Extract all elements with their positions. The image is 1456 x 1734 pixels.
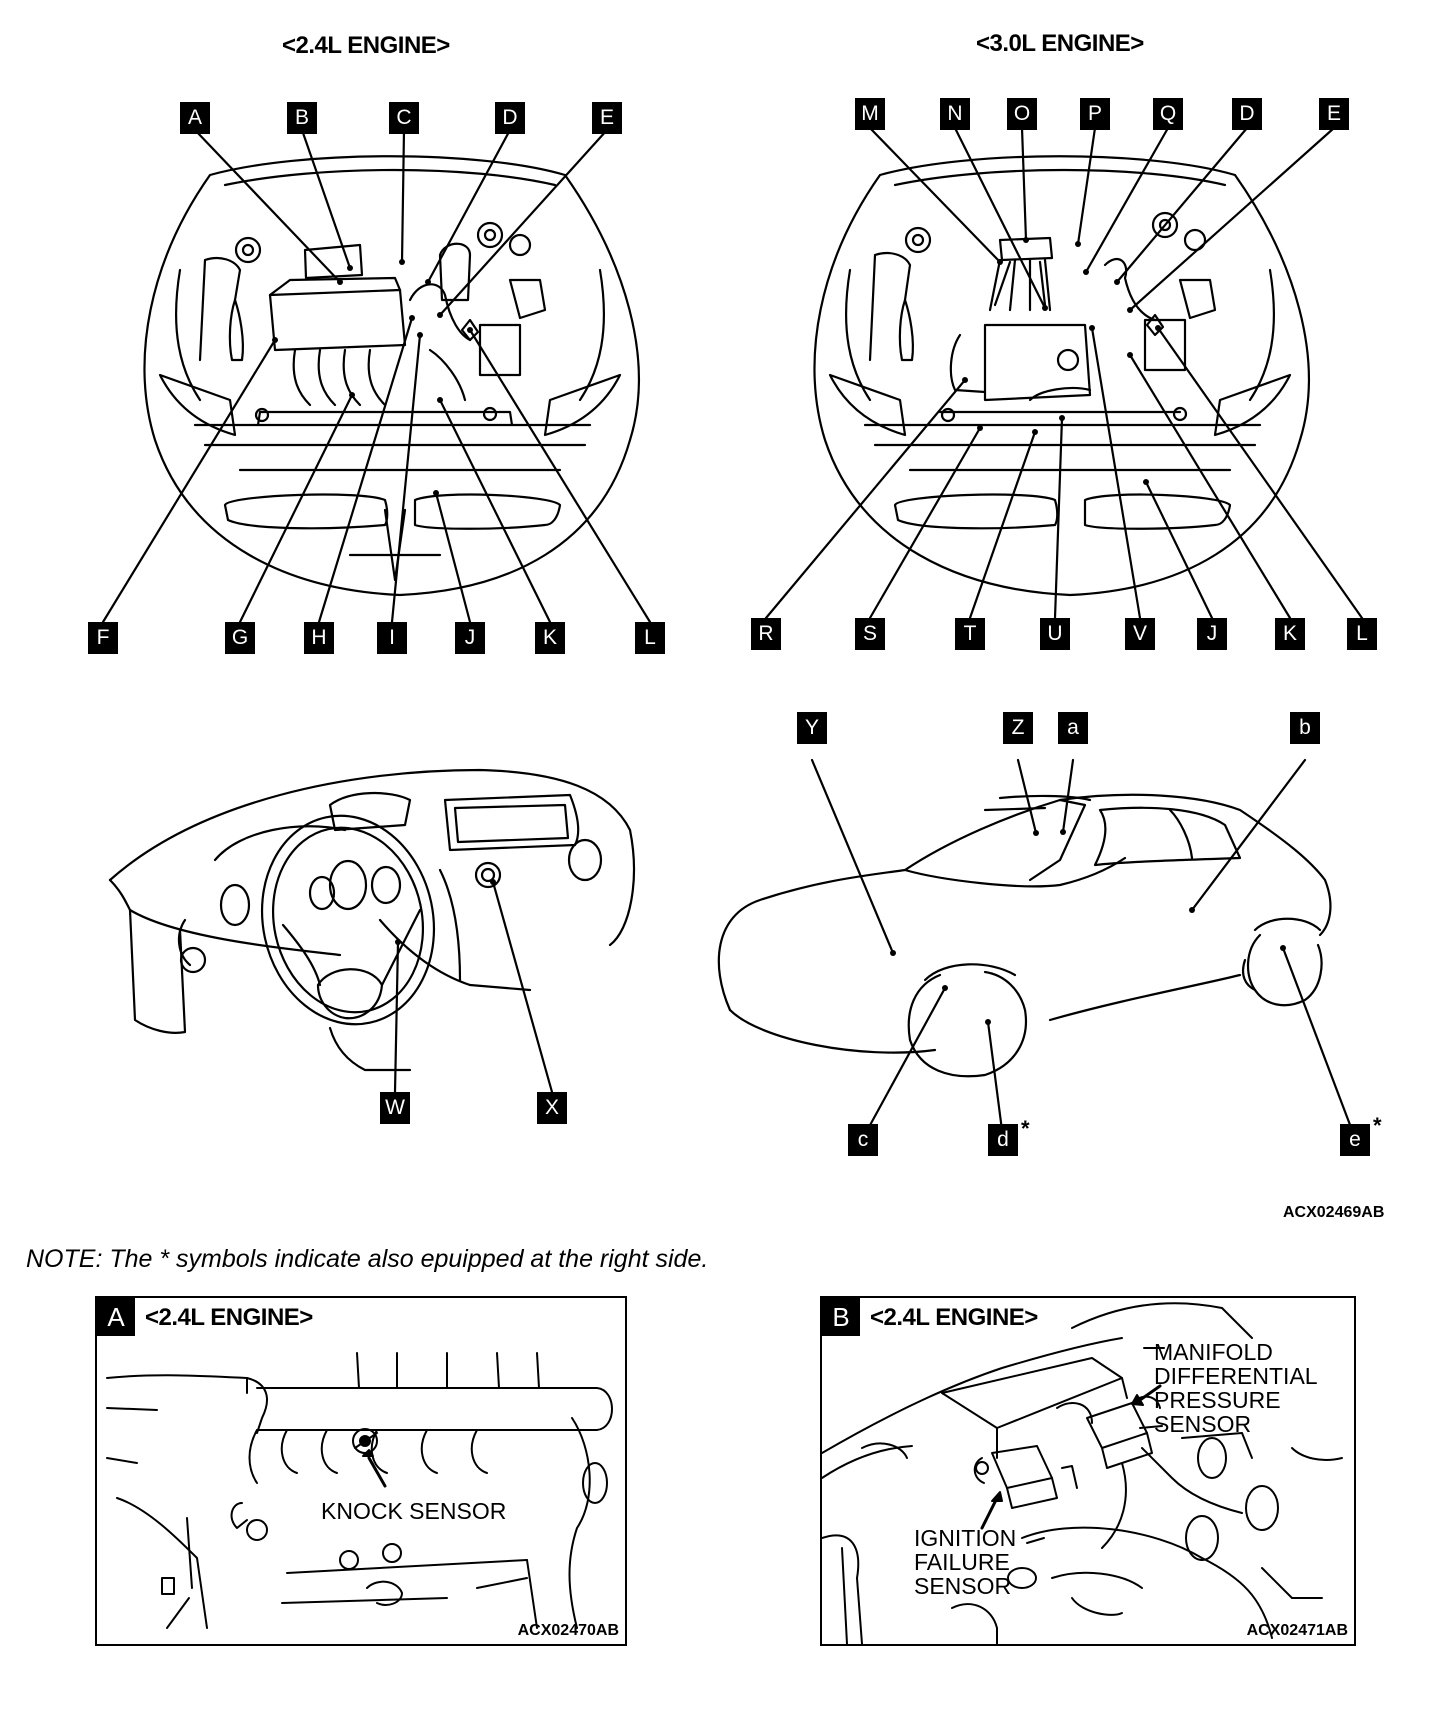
label-c-lower: c <box>848 1124 878 1156</box>
ignition-sensor-line-2: FAILURE <box>914 1549 1010 1575</box>
label-l-3-0l: L <box>1347 618 1377 650</box>
label-l: L <box>635 622 665 654</box>
star-e: * <box>1373 1113 1382 1138</box>
label-v: V <box>1125 618 1155 650</box>
vehicle-body-drawing <box>717 793 1332 1078</box>
panel-a-code: ACX02470AB <box>517 1622 619 1639</box>
sensors-drawing <box>822 1302 1343 1644</box>
label-w: W <box>380 1092 410 1124</box>
label-p: P <box>1080 98 1110 130</box>
ignition-sensor-line-3: SENSOR <box>914 1573 1012 1599</box>
figure-code-main: ACX02469AB <box>1283 1204 1385 1221</box>
manifold-sensor-callout: MANIFOLD DIFFERENTIAL PRESSURE SENSOR <box>1154 1340 1318 1436</box>
label-u: U <box>1040 618 1070 650</box>
detail-panel-a: A <2.4L ENGINE> <box>95 1296 627 1646</box>
label-g: G <box>225 622 255 654</box>
heading-2-4l-engine: <2.4L ENGINE> <box>282 32 450 59</box>
engine-bay-2-4l-drawing <box>143 155 640 597</box>
label-d-3-0l: D <box>1232 98 1262 130</box>
label-h: H <box>304 622 334 654</box>
label-t: T <box>955 618 985 650</box>
label-c: C <box>389 102 419 134</box>
heading-3-0l-engine: <3.0L ENGINE> <box>976 30 1144 57</box>
manifold-sensor-line-4: SENSOR <box>1154 1411 1252 1437</box>
label-z: Z <box>1003 712 1033 744</box>
label-q: Q <box>1153 98 1183 130</box>
manifold-sensor-line-2: DIFFERENTIAL <box>1154 1363 1318 1389</box>
label-b: B <box>287 102 317 134</box>
label-e-3-0l: E <box>1319 98 1349 130</box>
label-n: N <box>940 98 970 130</box>
label-a: A <box>180 102 210 134</box>
ignition-sensor-callout: IGNITION FAILURE SENSOR <box>914 1526 1016 1598</box>
label-e: E <box>592 102 622 134</box>
panel-b-letter: B <box>822 1298 860 1336</box>
ignition-sensor-line-1: IGNITION <box>914 1525 1017 1551</box>
label-d-lower: d <box>988 1124 1018 1156</box>
label-e-lower: e <box>1340 1124 1370 1156</box>
label-r: R <box>751 618 781 650</box>
detail-panel-b: B <2.4L ENGINE> <box>820 1296 1356 1646</box>
manifold-sensor-line-1: MANIFOLD <box>1154 1339 1273 1365</box>
label-f: F <box>88 622 118 654</box>
label-i: I <box>377 622 407 654</box>
label-a-lower: a <box>1058 712 1088 744</box>
knock-sensor-drawing <box>106 1352 613 1629</box>
label-b-lower: b <box>1290 712 1320 744</box>
label-j-3-0l: J <box>1197 618 1227 650</box>
label-o: O <box>1007 98 1037 130</box>
panel-b-title: <2.4L ENGINE> <box>870 1304 1038 1331</box>
label-k-3-0l: K <box>1275 618 1305 650</box>
manifold-sensor-line-3: PRESSURE <box>1154 1387 1281 1413</box>
label-j: J <box>455 622 485 654</box>
label-k: K <box>535 622 565 654</box>
panel-a-title: <2.4L ENGINE> <box>145 1304 313 1331</box>
label-s: S <box>855 618 885 650</box>
panel-b-code: ACX02471AB <box>1246 1622 1348 1639</box>
label-m: M <box>855 98 885 130</box>
star-d: * <box>1021 1116 1030 1141</box>
dashboard-drawing <box>108 768 636 1072</box>
label-x: X <box>537 1092 567 1124</box>
label-y: Y <box>797 712 827 744</box>
knock-sensor-callout: KNOCK SENSOR <box>321 1498 507 1524</box>
panel-a-letter: A <box>97 1298 135 1336</box>
label-d: D <box>495 102 525 134</box>
note-text: NOTE: The * symbols indicate also epuipp… <box>26 1245 709 1273</box>
